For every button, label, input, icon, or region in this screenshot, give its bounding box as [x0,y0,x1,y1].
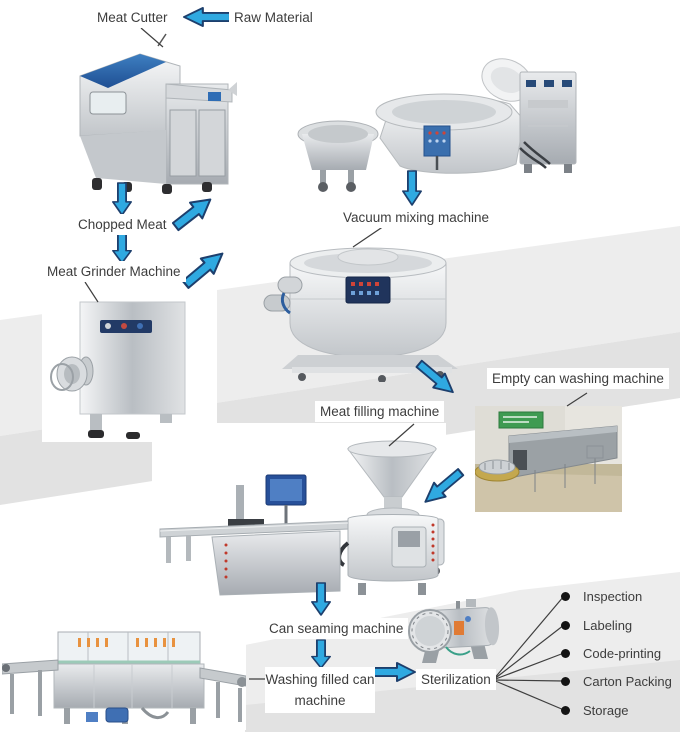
bullet-icon [561,648,570,658]
post-step-label: Inspection [583,588,643,604]
chopped-meat-label: Chopped Meat [73,214,172,235]
washing-filled-can-line2: machine [294,693,346,708]
arrow-chopped-meat-to-grinder-icon [112,232,132,264]
post-step-carton-packing: Carton Packing [561,672,672,690]
post-step-labeling: Labeling [561,616,632,634]
bullet-icon [561,676,570,686]
arrow-washing-to-sterilization-icon [370,662,416,682]
post-step-label: Storage [583,702,629,718]
raw-material-label: Raw Material [229,7,318,28]
meat-grinder-machine-image [42,282,217,442]
post-step-label: Carton Packing [583,673,672,689]
vacuum-mixing-machine-label: Vacuum mixing machine [338,207,495,228]
bullet-icon [561,591,570,601]
arrow-raw-material-to-meat-cutter-icon [182,7,232,27]
bullet-icon [561,620,570,630]
arrow-cutter-to-chopped-meat-icon [112,182,132,216]
bullet-icon [561,705,570,715]
can-seaming-machine-label: Can seaming machine [264,618,409,639]
washing-filled-can-machine-photo [2,612,246,730]
post-step-label: Code-printing [583,645,662,661]
washing-filled-can-machine-label: Washing filled can machine [265,667,375,713]
meat-grinder-machine-label: Meat Grinder Machine [42,261,186,282]
meat-filling-machine-label: Meat filling machine [315,401,445,422]
washing-filled-can-line1: Washing filled can [265,672,375,687]
arrow-chopped-meat-to-bowl-cutter-icon [171,198,212,232]
post-step-storage: Storage [561,701,629,719]
meat-cutter-machine-image [79,33,237,194]
bowl-cutter-machine-image [297,58,577,192]
post-step-label: Labeling [583,617,633,633]
empty-can-washing-machine-label: Empty can washing machine [487,368,669,389]
post-step-code-printing: Code-printing [561,644,661,662]
arrow-filling-to-seaming-icon [311,582,331,616]
arrow-seaming-to-washing-icon [311,639,331,669]
sterilization-label: Sterilization [416,669,496,690]
sterilization-machine-image [408,599,500,663]
post-step-inspection: Inspection [561,587,642,605]
meat-cutter-label: Meat Cutter [92,7,173,28]
arrow-bowl-cutter-to-mixer-icon [402,170,422,206]
empty-can-washing-machine-photo [475,406,622,512]
vacuum-mixing-machine-image [263,247,458,382]
meat-filling-machine-image [152,423,446,601]
